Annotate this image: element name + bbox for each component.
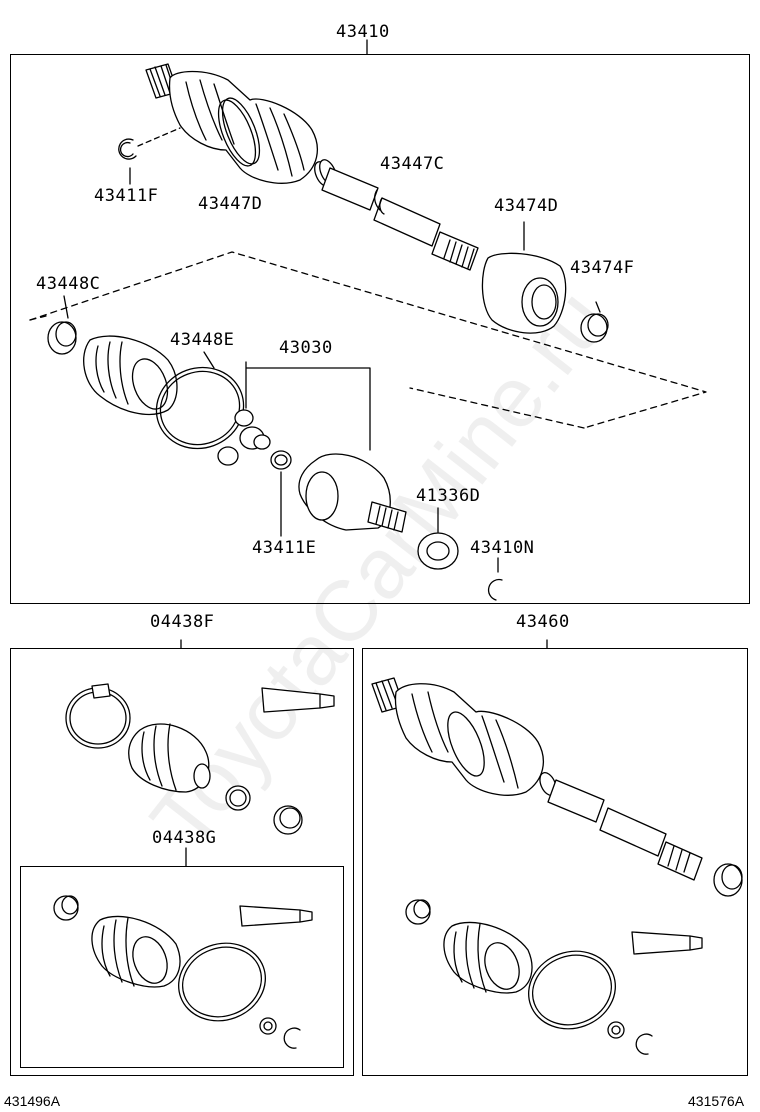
oil-seal <box>417 507 459 570</box>
frame-04438G <box>20 866 344 1068</box>
kit-04438F-parts <box>65 683 335 835</box>
inner-boot <box>83 335 178 416</box>
footer-ref-right: 431576A <box>688 1093 745 1109</box>
frame-43410 <box>10 54 750 604</box>
label-41336D[interactable]: 41336D <box>416 486 481 506</box>
label-43448C[interactable]: 43448C <box>36 274 101 294</box>
label-43410N[interactable]: 43410N <box>470 538 535 558</box>
outer-cv-joint <box>145 63 337 187</box>
snap-ring-43410N <box>487 557 503 601</box>
frame-04438F <box>10 648 354 1076</box>
clamp-43448C <box>47 295 77 355</box>
footer-ref-left: 431496A <box>4 1093 61 1109</box>
snap-ring-43411E <box>270 450 292 537</box>
inner-joint-housing <box>298 453 407 533</box>
damper-clamp <box>580 301 609 343</box>
label-43410[interactable]: 43410 <box>336 22 390 42</box>
label-43030[interactable]: 43030 <box>279 338 333 358</box>
label-04438G[interactable]: 04438G <box>152 828 217 848</box>
boot-band-43448E <box>155 351 245 450</box>
label-43474D[interactable]: 43474D <box>494 196 559 216</box>
label-43448E[interactable]: 43448E <box>170 330 235 350</box>
label-43460[interactable]: 43460 <box>516 612 570 632</box>
alt-shaft-parts <box>371 677 743 1055</box>
label-43411E[interactable]: 43411E <box>252 538 317 558</box>
frame-43460 <box>362 648 748 1076</box>
dynamic-damper <box>481 221 567 334</box>
label-43447C[interactable]: 43447C <box>380 154 445 174</box>
label-43411F[interactable]: 43411F <box>94 186 159 206</box>
label-04438F[interactable]: 04438F <box>150 612 215 632</box>
tripod-joint <box>217 361 371 466</box>
label-43474F[interactable]: 43474F <box>570 258 635 278</box>
kit-04438G-parts <box>53 895 313 1049</box>
snap-ring-43411F <box>118 127 181 185</box>
drive-shaft <box>321 167 479 271</box>
label-43447D[interactable]: 43447D <box>198 194 263 214</box>
